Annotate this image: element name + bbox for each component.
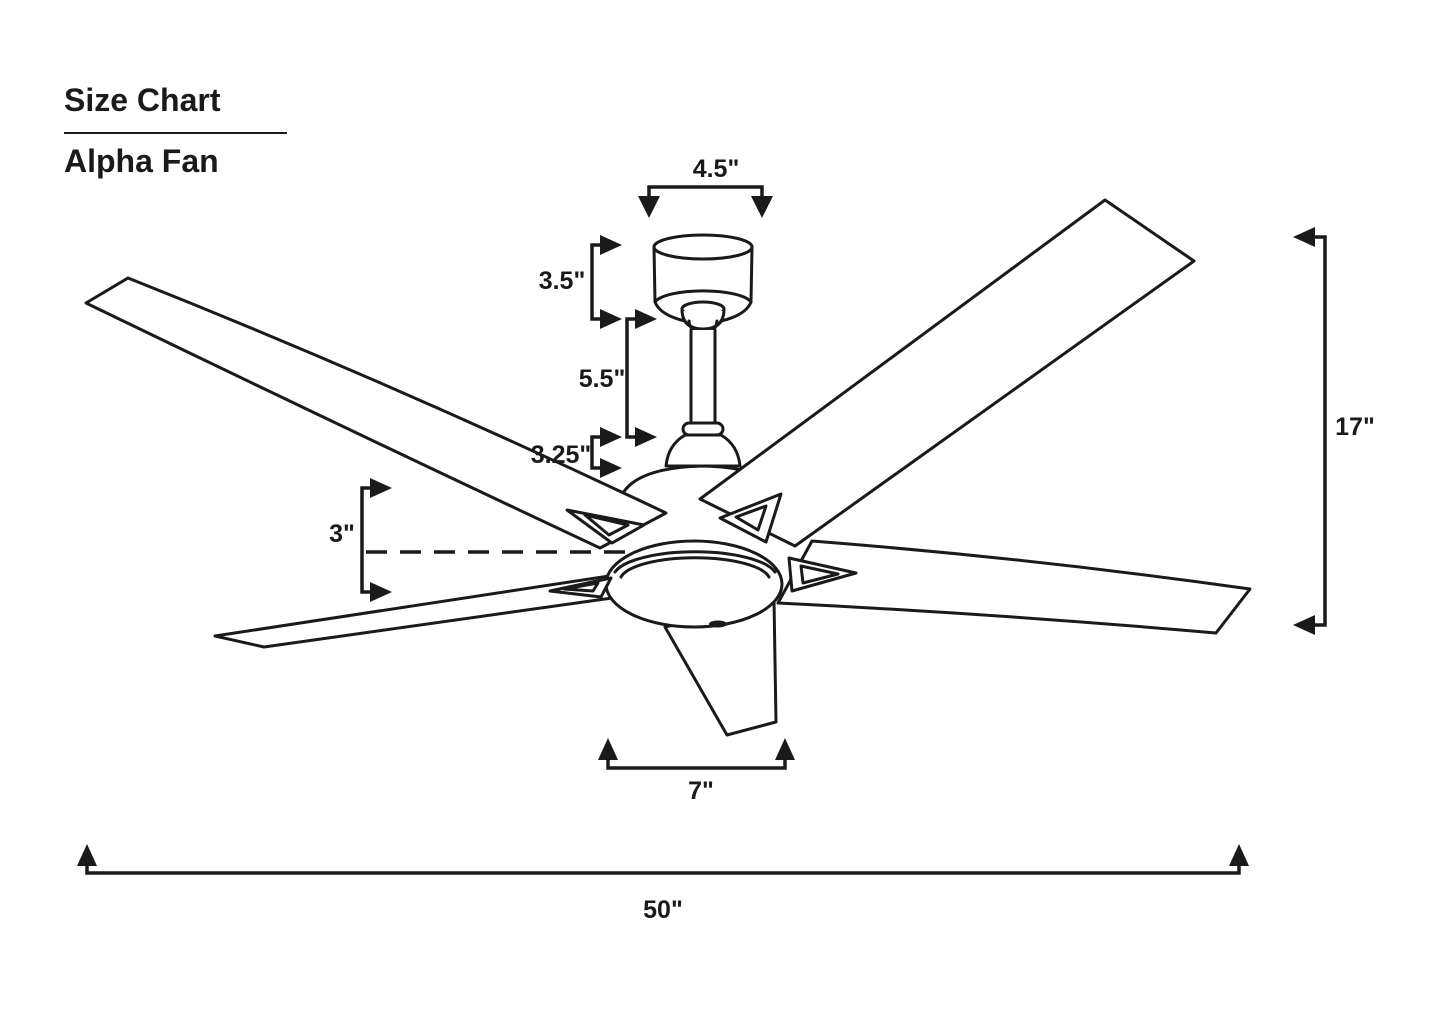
motor-housing	[604, 539, 784, 629]
dim-label-overall-height: 17"	[1335, 413, 1375, 441]
dimension-light-kit-width: 7"	[598, 738, 795, 805]
arrow-down-icon	[751, 196, 773, 218]
dimension-housing-height: 3"	[329, 478, 628, 602]
arrow-right-icon	[600, 427, 622, 447]
arrow-up-icon	[775, 738, 795, 760]
arrow-right-icon	[370, 582, 392, 602]
dimension-mount-height: 3.25"	[531, 427, 622, 478]
blade-iron-left-inner	[583, 513, 630, 537]
blade-iron-lower-right-inner	[799, 564, 840, 585]
ball-outer	[680, 309, 726, 331]
title-underline	[64, 132, 287, 134]
canopy-body	[654, 247, 752, 323]
arrow-right-icon	[600, 458, 622, 478]
canopy-side-right	[749, 245, 754, 304]
blade-iron-lower-left-inner	[562, 581, 600, 593]
downrod-body	[691, 330, 715, 425]
arrow-left-icon	[1293, 615, 1315, 635]
header: Size Chart Alpha Fan	[64, 84, 287, 177]
blade-lower-left	[213, 569, 644, 649]
dim-label-blade-sweep: 50"	[643, 896, 683, 924]
ball-joint	[680, 300, 726, 335]
canopy-rim-back	[653, 289, 753, 304]
arrow-up-icon	[1229, 844, 1249, 866]
arrow-right-icon	[370, 478, 392, 498]
dimension-blade-sweep: 50"	[77, 844, 1249, 924]
canopy	[652, 233, 754, 325]
blade-iron-upper-right-inner	[734, 504, 768, 532]
dim-label-downrod-length: 5.5"	[579, 365, 626, 393]
dim-label-canopy-height: 3.5"	[539, 267, 586, 295]
motor-dome	[664, 433, 742, 468]
canopy-top	[652, 233, 754, 261]
dim-label-housing-height: 3"	[329, 520, 355, 548]
canopy-side-left	[652, 245, 657, 304]
dimension-canopy-height: 3.5"	[539, 235, 622, 329]
product-name: Alpha Fan	[64, 143, 219, 179]
blade-upper-left	[84, 276, 668, 550]
arrow-down-icon	[638, 196, 660, 218]
blade-right	[776, 539, 1252, 635]
dimension-overall-height: 17"	[1293, 227, 1375, 635]
arrow-left-icon	[1293, 227, 1315, 247]
blade-irons	[548, 492, 858, 599]
dimension-downrod-length: 5.5"	[579, 309, 657, 447]
downrod-coupling	[681, 421, 725, 437]
blade-upper-right	[698, 198, 1196, 548]
pull-notch	[709, 620, 727, 628]
light-kit	[604, 539, 784, 629]
arrow-right-icon	[600, 235, 622, 255]
housing-rim-2	[619, 556, 771, 579]
arrow-right-icon	[635, 309, 657, 329]
dim-label-light-kit-width: 7"	[688, 777, 714, 805]
downrod	[689, 328, 717, 426]
arrow-right-icon	[635, 427, 657, 447]
dim-label-mount-height: 3.25"	[531, 441, 592, 469]
dim-label-canopy-width: 4.5"	[693, 155, 740, 183]
blade-iron-left	[565, 508, 646, 545]
arrow-right-icon	[600, 309, 622, 329]
housing-rim-1	[613, 550, 777, 574]
dimension-canopy-width: 4.5"	[638, 155, 773, 218]
arrow-up-icon	[77, 844, 97, 866]
page-title: Size Chart	[64, 82, 221, 118]
arrow-up-icon	[598, 738, 618, 760]
